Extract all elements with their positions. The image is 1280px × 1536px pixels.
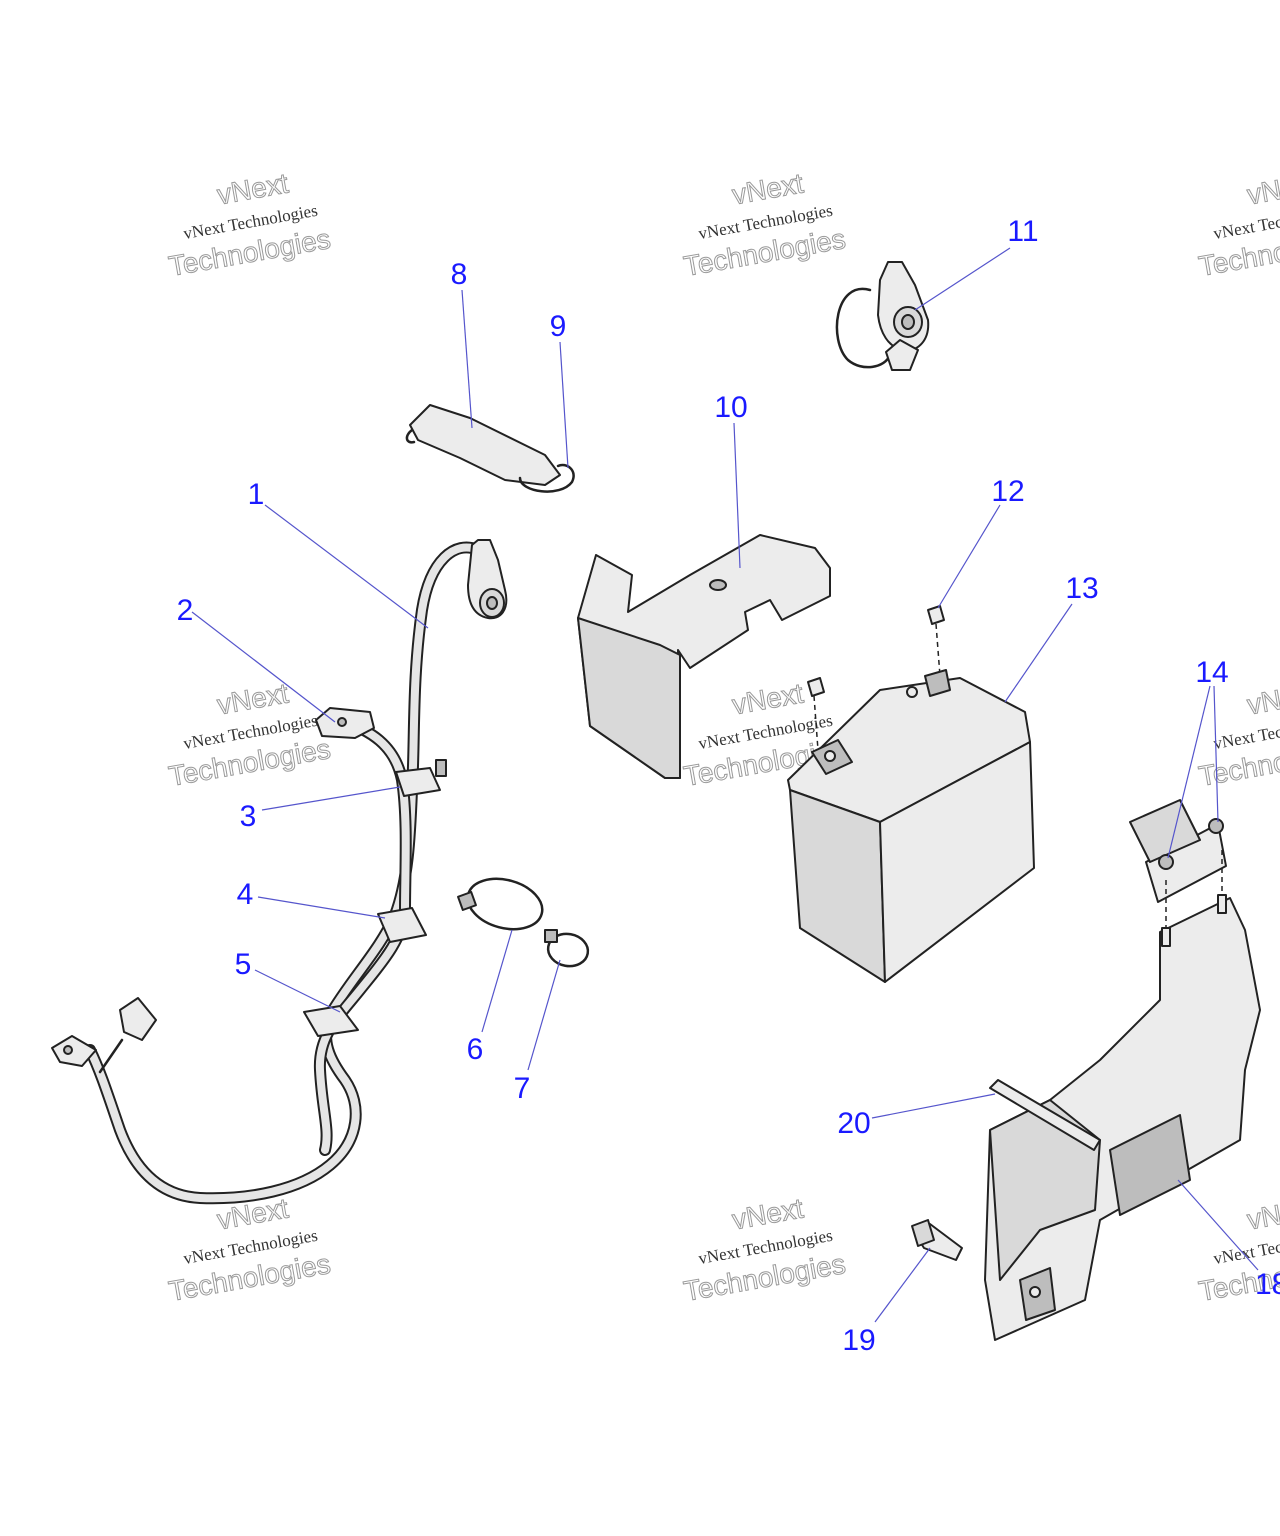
strap-hook-9 [518,463,575,493]
leader-11 [914,247,1011,311]
cable-harness [51,539,508,1205]
watermark-line1: vNext [215,167,291,210]
leader-9 [559,341,569,469]
watermark-mid-left: vNext vNext Technologies Technologies [166,677,333,792]
watermark-mid-right: vNext vNext Technologies Technologies [1196,677,1280,792]
hold-down-strap [405,404,575,493]
callout-11[interactable]: 11 [1007,215,1038,248]
leader-10 [733,422,741,569]
battery-tray [984,894,1261,1341]
callout-8[interactable]: 8 [451,258,468,291]
terminal-bolt-right [927,605,945,625]
strap-body [409,404,561,486]
leader-8 [461,289,473,429]
tray-inner [989,1099,1101,1281]
tray-slot [1109,1114,1191,1216]
leader-1 [264,504,429,629]
battery-cover [577,534,831,779]
watermark-bottom-center: vNext vNext Technologies Technologies [681,1192,848,1307]
callout-3[interactable]: 3 [240,800,257,833]
cover-side-panel [577,617,681,779]
ring-terminal [51,1035,97,1067]
clip-4 [377,907,427,943]
mounting-bolt [911,1219,963,1261]
leader-20 [871,1093,996,1119]
leader-5 [254,969,341,1013]
leader-3 [261,786,401,811]
callout-2[interactable]: 2 [177,594,194,627]
leader-12 [937,504,1001,609]
callout-1[interactable]: 1 [248,478,265,511]
watermark-line2: vNext Technologies [1212,201,1280,243]
cable-tie-6 [457,877,544,931]
callout-5[interactable]: 5 [235,948,252,981]
leader-7 [527,959,561,1071]
solenoid-body [1129,799,1201,863]
watermark-line1: vNext [730,677,806,720]
leader-13 [1004,603,1073,703]
callout-14[interactable]: 14 [1195,656,1228,689]
watermark-line1: vNext [215,677,291,720]
solenoid-nut-right [1208,818,1224,834]
callout-6[interactable]: 6 [467,1033,484,1066]
callout-7[interactable]: 7 [514,1072,531,1105]
callout-9[interactable]: 9 [550,310,567,343]
cable-end-boot [119,997,157,1041]
tray-rod [989,1079,1101,1151]
watermark-bottom-left: vNext vNext Technologies Technologies [166,1192,333,1307]
callout-18[interactable]: 18 [1255,1268,1280,1301]
leader-6 [481,929,513,1033]
watermark-top-left: vNext vNext Technologies Technologies [166,167,333,282]
leader-18 [1177,1179,1259,1271]
leader-4 [257,896,386,919]
battery [787,605,1035,983]
watermark-top-right: vNext vNext Technologies Technologies [1196,167,1280,282]
watermark-line1: vNext [1245,677,1280,720]
leader-2 [191,611,336,723]
cover-hole [709,579,727,591]
callout-19[interactable]: 19 [842,1324,875,1357]
leader-lines [191,247,1259,1323]
callout-20[interactable]: 20 [837,1107,870,1140]
watermark-line2: vNext Technologies [1212,711,1280,753]
battery-side [879,741,1035,983]
terminal-positive [924,669,951,697]
terminal-bolt-left [807,677,825,697]
watermark-line1: vNext [730,167,806,210]
leader-14a [1167,685,1211,859]
clip-3 [395,767,441,797]
callout-10[interactable]: 10 [714,391,747,424]
leader-19 [874,1247,931,1323]
solenoid-nut-left [1158,854,1174,870]
callout-4[interactable]: 4 [237,878,254,911]
terminal-boot-11 [835,261,930,371]
cable-tie-7 [544,929,590,968]
watermark-line1: vNext [730,1192,806,1235]
battery-front [789,789,886,983]
callout-13[interactable]: 13 [1065,572,1098,605]
callouts: 1 2 3 4 5 6 7 8 9 10 11 12 13 14 18 19 2… [177,215,1280,1357]
solenoid [1129,799,1227,930]
leader-14b [1213,685,1219,823]
watermark-line2: vNext Technologies [1212,1226,1280,1268]
watermark-top-center: vNext vNext Technologies Technologies [681,167,848,282]
clip-5 [303,1005,359,1037]
watermark-line1: vNext [1245,167,1280,210]
callout-12[interactable]: 12 [991,475,1024,508]
watermark-line1: vNext [1245,1192,1280,1235]
